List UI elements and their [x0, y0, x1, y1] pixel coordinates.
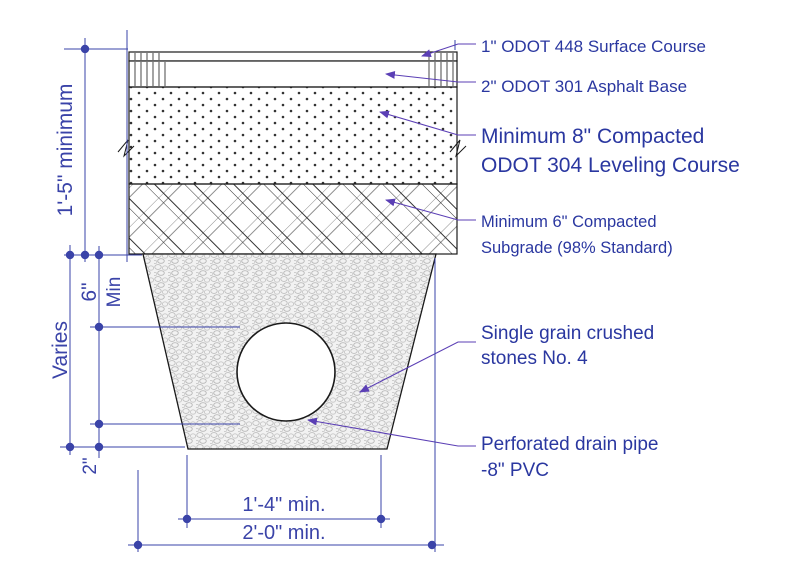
label-stone-line2: stones No. 4	[481, 348, 588, 369]
label-pipe-line1: Perforated drain pipe	[481, 434, 658, 455]
trench-labels: Single grain crushed stones No. 4 Perfor…	[481, 323, 658, 481]
layer-surface-course	[128, 51, 458, 62]
label-subgrade-line1: Minimum 6" Compacted	[481, 213, 657, 231]
leader-arrows	[307, 43, 476, 447]
label-subgrade-line2: Subgrade (98% Standard)	[481, 239, 673, 257]
dim-trench-depth: Varies	[49, 321, 72, 379]
leader-leveling-course	[379, 110, 476, 136]
drain-pipe	[236, 322, 336, 422]
layer-labels: 1" ODOT 448 Surface Course 2" ODOT 301 A…	[481, 37, 740, 257]
label-surface-course: 1" ODOT 448 Surface Course	[481, 37, 706, 56]
layer-leveling-course	[117, 86, 467, 185]
dim-bottom-width: 1'-4" min.	[242, 494, 325, 516]
layer-subgrade	[128, 183, 458, 255]
dim-top-width: 2'-0" min.	[242, 522, 325, 544]
leader-pipe	[307, 417, 476, 447]
dim-cover-value: 6"	[78, 282, 101, 301]
leader-surface-course	[421, 43, 476, 57]
dim-total-depth: 1'-5" minimum	[54, 84, 77, 217]
leader-subgrade	[385, 198, 476, 221]
label-stone-line1: Single grain crushed	[481, 323, 654, 344]
label-leveling-course-line2: ODOT 304 Leveling Course	[481, 154, 740, 177]
leader-stone	[359, 341, 476, 393]
label-asphalt-base: 2" ODOT 301 Asphalt Base	[481, 77, 687, 96]
dim-bedding: 2"	[80, 457, 101, 474]
layer-asphalt-base	[128, 60, 458, 88]
dimension-dots	[65, 44, 437, 550]
label-pipe-line2: -8" PVC	[481, 460, 549, 481]
dim-cover-qualifier: Min	[104, 277, 125, 308]
dimension-labels: 1'-5" minimum 6" Min Varies 2" 1'-4" min…	[49, 84, 326, 544]
leader-asphalt-base	[385, 71, 476, 83]
label-leveling-course-line1: Minimum 8" Compacted	[481, 125, 704, 148]
